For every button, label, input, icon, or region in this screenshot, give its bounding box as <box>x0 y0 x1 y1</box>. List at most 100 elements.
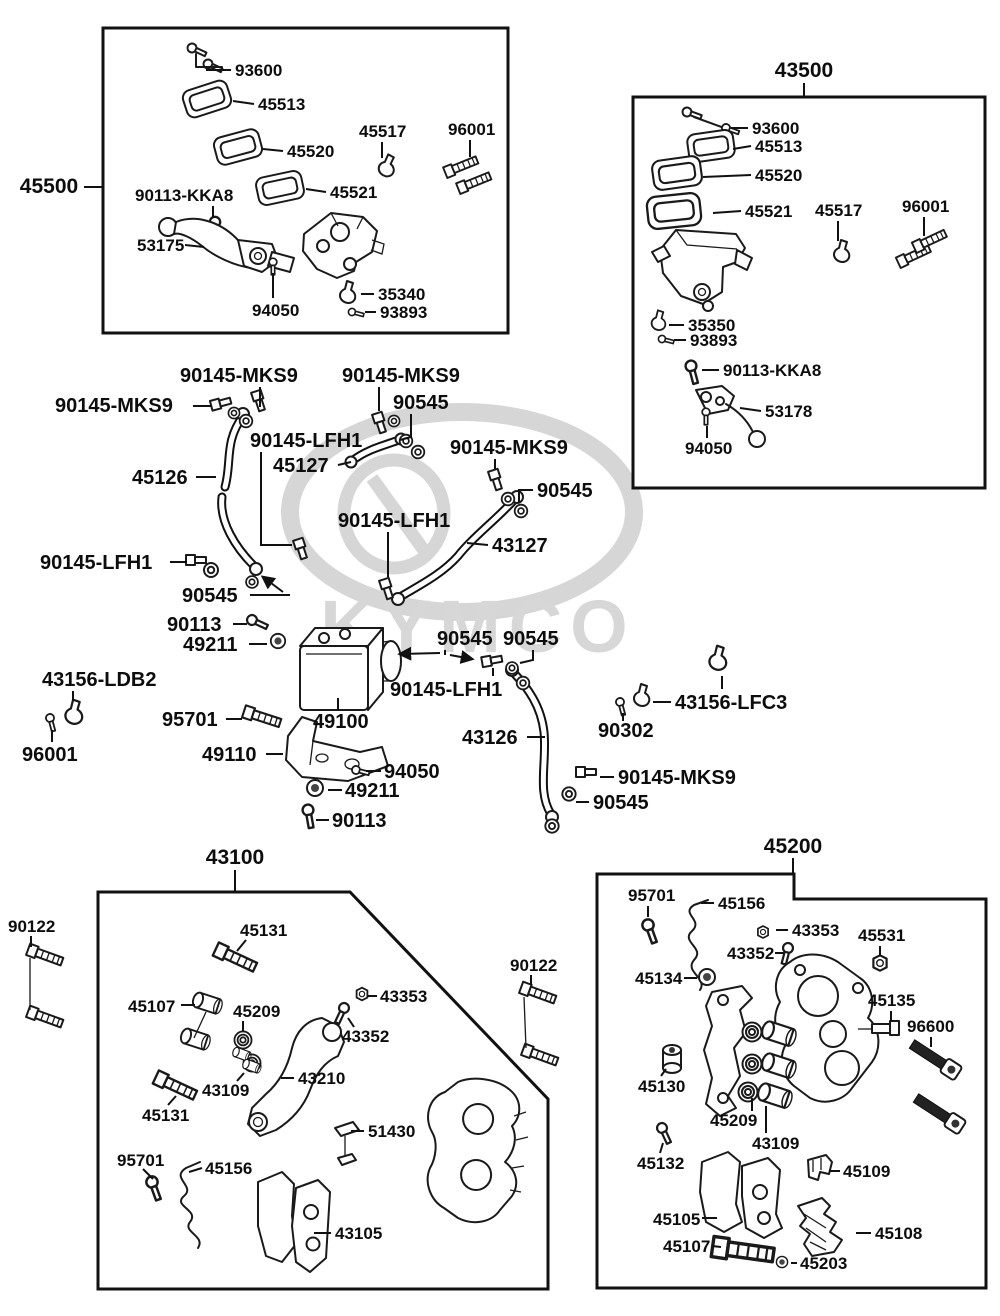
part-label-45126: 45126 <box>132 467 188 489</box>
socket-bolts-96600 <box>908 1039 967 1135</box>
bleeder-cap-43353 <box>355 986 369 1002</box>
leader-line <box>732 145 752 150</box>
part-label-90122: 90122 <box>8 917 55 936</box>
part-label-90545: 90545 <box>393 392 449 414</box>
part-label-49110: 49110 <box>202 744 257 766</box>
leader-line <box>466 542 489 546</box>
part-label-45531: 45531 <box>858 926 905 945</box>
part-label-94050: 94050 <box>252 301 299 320</box>
washer-90545 <box>505 661 519 675</box>
part-label-45200: 45200 <box>764 835 822 858</box>
washer-90545 <box>561 786 577 802</box>
leader-line <box>142 1168 154 1180</box>
part-label-45500: 45500 <box>20 175 78 198</box>
pad-spring-45156 <box>179 1161 201 1249</box>
leader-line <box>262 148 284 152</box>
part-label-45517: 45517 <box>815 201 862 220</box>
assembly-box-45500 <box>101 26 510 335</box>
leader-line <box>518 489 533 503</box>
caliper-body <box>426 1077 529 1224</box>
part-label-45520: 45520 <box>287 142 334 161</box>
part-label-45203: 45203 <box>800 1254 847 1273</box>
part-label-45132: 45132 <box>637 1154 684 1173</box>
washer-90545 <box>238 413 254 429</box>
grommet-45203 <box>775 1255 789 1269</box>
leader-line <box>519 650 534 664</box>
caliper-body <box>774 953 880 1103</box>
leader-line <box>260 452 292 546</box>
part-label-43500: 43500 <box>775 59 833 82</box>
washer-90545 <box>387 414 401 428</box>
leader-line <box>660 1068 667 1077</box>
washer-90545 <box>203 562 219 578</box>
washer-90545 <box>245 575 259 589</box>
rear-caliper-assembly-45200 <box>639 899 967 1269</box>
pad-retainer-45108 <box>797 1197 843 1257</box>
part-label-35340: 35340 <box>378 285 425 304</box>
grommet-49211 <box>306 779 324 797</box>
part-label-43353: 43353 <box>792 921 839 940</box>
part-label-49211: 49211 <box>345 780 400 802</box>
part-label-43352: 43352 <box>342 1027 389 1046</box>
washer-90545 <box>410 444 426 460</box>
leader-line <box>305 188 327 193</box>
abs-bracket-49110 <box>285 716 389 782</box>
leader-line <box>347 1017 355 1028</box>
grommet-49211 <box>269 632 287 650</box>
part-label-94050: 94050 <box>384 761 440 783</box>
part-label-45107: 45107 <box>128 997 175 1016</box>
part-label-45209: 45209 <box>233 1002 280 1021</box>
caliper-bracket-43210 <box>247 1017 345 1137</box>
rear-master-cylinder-assembly-43500 <box>644 105 949 448</box>
part-label-45131: 45131 <box>142 1106 189 1125</box>
part-label-90145-lfh1: 90145-LFH1 <box>250 430 362 452</box>
part-label-43353: 43353 <box>380 987 427 1006</box>
part-label-96001: 96001 <box>22 744 78 766</box>
part-label-93893: 93893 <box>380 303 427 322</box>
part-label-43105: 43105 <box>335 1224 382 1243</box>
pointer-arrow <box>449 650 475 664</box>
part-label-90545: 90545 <box>437 628 493 650</box>
part-label-45513: 45513 <box>258 95 305 114</box>
brake-hose-and-abs-group <box>44 388 728 834</box>
part-label-53175: 53175 <box>137 236 184 255</box>
leader-line <box>659 1142 664 1154</box>
washer-90545 <box>500 491 516 507</box>
part-label-45127: 45127 <box>273 455 329 477</box>
boot-45209-c <box>737 1081 759 1103</box>
part-label-45209: 45209 <box>710 1111 757 1130</box>
part-label-45107: 45107 <box>663 1237 710 1256</box>
brake-lever-53178 <box>725 403 754 433</box>
part-label-45108: 45108 <box>875 1224 922 1243</box>
diaphragm-45521 <box>644 191 704 231</box>
part-label-90113-kka8: 90113-KKA8 <box>135 186 233 205</box>
part-label-49100: 49100 <box>313 711 369 733</box>
bleeder-cap-43353 <box>757 925 769 939</box>
washer-90545 <box>227 406 241 420</box>
bushing-45130 <box>662 1044 682 1074</box>
part-label-90145-mks9: 90145-MKS9 <box>55 395 173 417</box>
part-label-95701: 95701 <box>162 709 218 731</box>
leader-line <box>712 210 742 214</box>
part-label-45520: 45520 <box>755 166 802 185</box>
boot-45209-b <box>741 1053 763 1075</box>
leader-line <box>184 244 205 248</box>
part-label-43352: 43352 <box>727 944 774 963</box>
front-master-cylinder-assembly-45500 <box>158 41 494 320</box>
washer-90545 <box>544 818 560 834</box>
part-label-90545: 90545 <box>182 585 238 607</box>
part-label-45134: 45134 <box>635 969 683 988</box>
part-label-45521: 45521 <box>745 202 792 221</box>
part-label-90145-lfh1: 90145-LFH1 <box>40 552 152 574</box>
boot-45209 <box>741 1021 763 1043</box>
part-label-45131: 45131 <box>240 921 287 940</box>
part-label-90145-mks9: 90145-MKS9 <box>618 767 736 789</box>
part-label-45521: 45521 <box>330 183 377 202</box>
part-label-95701: 95701 <box>117 1151 164 1170</box>
part-label-95701: 95701 <box>628 886 675 905</box>
part-label-43109: 43109 <box>202 1081 249 1100</box>
leader-line <box>232 100 255 105</box>
part-label-90113: 90113 <box>332 810 387 832</box>
